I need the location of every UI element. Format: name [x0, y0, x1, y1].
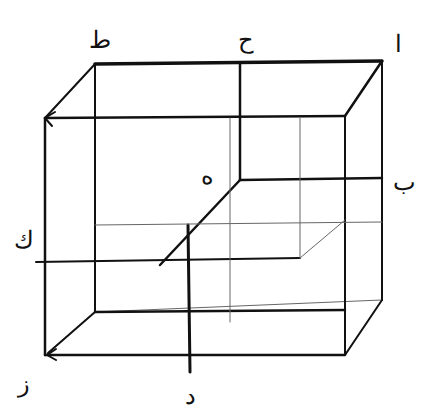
- point-letter: ا: [395, 32, 402, 56]
- point-letter: ك: [14, 228, 34, 252]
- point-letter: ح: [238, 28, 254, 52]
- point-letter: د: [185, 384, 196, 408]
- point-letter: ز: [18, 372, 30, 396]
- point-letter: ه: [201, 164, 214, 188]
- point-letter: ط: [89, 28, 111, 52]
- point-letter: ب: [393, 170, 416, 194]
